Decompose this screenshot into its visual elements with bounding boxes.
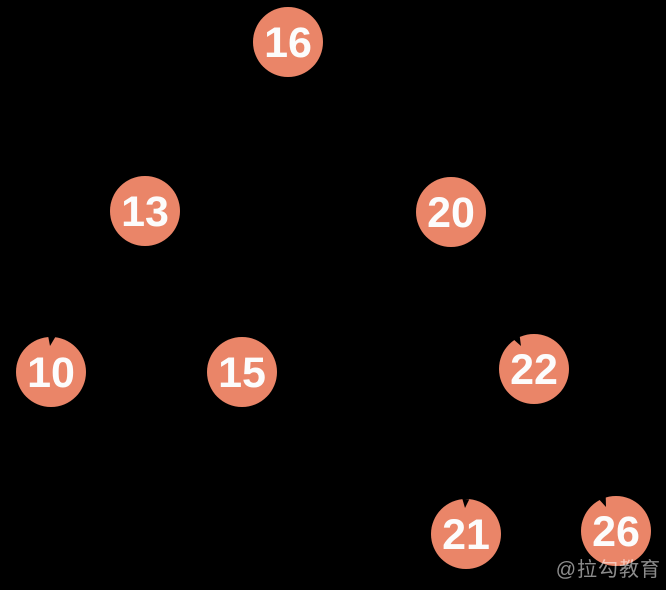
tree-node-15: 15 bbox=[207, 337, 277, 407]
tree-node-label-22: 22 bbox=[510, 346, 558, 394]
tree-node-10: 10 bbox=[16, 337, 86, 407]
tree-node-circle-10 bbox=[16, 337, 86, 407]
tree-node-label-21: 21 bbox=[442, 511, 490, 559]
tree-node-label-15: 15 bbox=[218, 349, 266, 397]
tree-edge-n13-n10 bbox=[50, 239, 146, 342]
tree-node-label-16: 16 bbox=[264, 19, 312, 67]
arrowhead-icon-n26 bbox=[597, 494, 606, 507]
tree-node-16: 16 bbox=[253, 7, 323, 77]
tree-edge-n20-n22 bbox=[450, 240, 535, 339]
arrowhead-icon-n21 bbox=[462, 498, 470, 508]
tree-node-circle-13 bbox=[110, 176, 180, 246]
arrowhead-icon-n22 bbox=[511, 333, 521, 346]
tree-arrowheads-layer bbox=[47, 333, 606, 508]
tree-node-13: 13 bbox=[110, 176, 180, 246]
tree-nodes-layer: 16 13 20 10 15 22 21 26 bbox=[16, 7, 651, 569]
tree-edge-n16-n13 bbox=[144, 70, 289, 181]
tree-node-22: 22 bbox=[499, 334, 569, 404]
tree-node-circle-22 bbox=[499, 334, 569, 404]
tree-edge-n22-n26 bbox=[533, 397, 617, 501]
tree-edge-n22-n21 bbox=[465, 397, 535, 504]
tree-node-circle-21 bbox=[431, 499, 501, 569]
tree-node-21: 21 bbox=[431, 499, 501, 569]
tree-node-circle-20 bbox=[416, 177, 486, 247]
tree-edge-n13-n15 bbox=[144, 239, 243, 342]
tree-node-label-10: 10 bbox=[27, 349, 75, 397]
tree-node-label-13: 13 bbox=[121, 188, 169, 236]
tree-node-circle-15 bbox=[207, 337, 277, 407]
tree-edges-layer bbox=[50, 70, 617, 504]
tree-node-circle-26 bbox=[581, 496, 651, 566]
tree-node-circle-16 bbox=[253, 7, 323, 77]
tree-node-26: 26 bbox=[581, 496, 651, 566]
tree-node-20: 20 bbox=[416, 177, 486, 247]
arrowhead-icon-n10 bbox=[47, 333, 57, 346]
tree-node-label-20: 20 bbox=[427, 189, 475, 237]
tree-node-label-26: 26 bbox=[592, 508, 640, 556]
tree-edge-n16-n20 bbox=[287, 70, 452, 182]
